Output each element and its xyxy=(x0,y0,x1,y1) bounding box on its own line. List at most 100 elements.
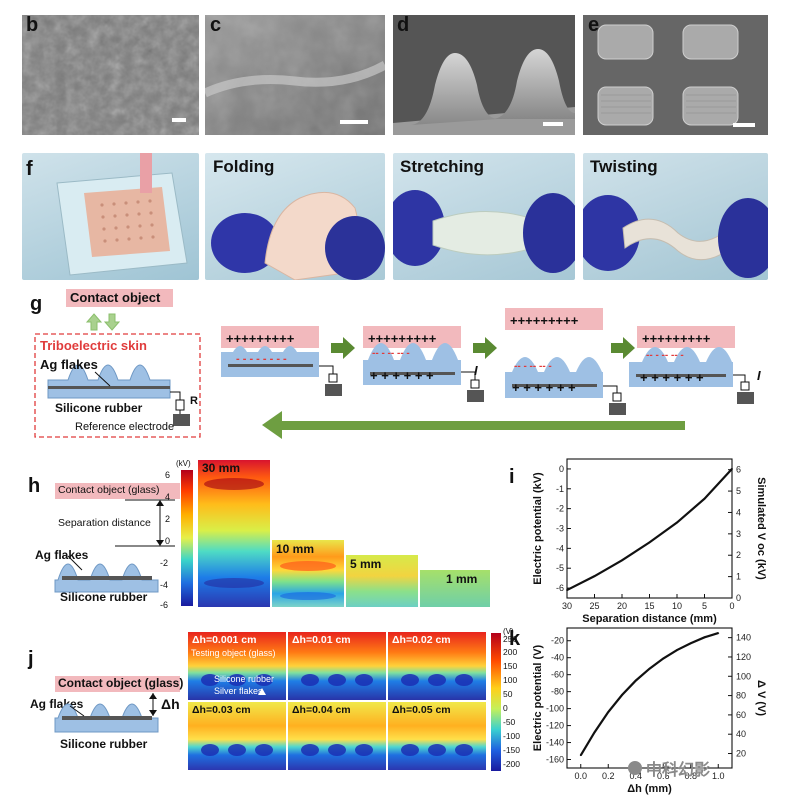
panel-label-c: c xyxy=(210,14,222,36)
j-colorbar-tick-8: -150 xyxy=(503,745,521,755)
svg-text:- - - - - - - -: - - - - - - - - xyxy=(236,353,287,365)
resistor-label: R xyxy=(190,395,198,407)
chart-i-xtick-label: 20 xyxy=(617,601,627,611)
panel-label-g: g xyxy=(30,293,43,315)
panel-label-b: b xyxy=(26,14,39,36)
svg-text:+ + + + + +: + + + + + + xyxy=(512,380,576,395)
chart-i-point xyxy=(731,468,733,470)
h-silicone-label: Silicone rubber xyxy=(60,590,148,604)
wechat-icon xyxy=(628,761,642,775)
chart-k-point xyxy=(717,632,720,634)
svg-text:+++++++++: +++++++++ xyxy=(510,313,579,328)
h-colorbar-unit: (kV) xyxy=(176,459,191,468)
j-colorbar-tick-2: 150 xyxy=(503,661,518,671)
h-contact-label: Contact object (glass) xyxy=(58,484,160,496)
j-colorbar-unit: (V) xyxy=(503,627,514,636)
chart-k-ytick-label: -120 xyxy=(546,721,564,731)
svg-text:+ + + + + +: + + + + + + xyxy=(640,370,704,385)
photo-title-stretching: Stretching xyxy=(400,157,485,176)
chart-k-y2label: Δ V (V) xyxy=(755,680,767,716)
step1-plus-text: +++++++++ xyxy=(226,331,295,346)
chart-i-y2tick-label: 4 xyxy=(736,507,741,517)
h-distance-5: 5 mm xyxy=(350,557,382,571)
j-cell-label-2: Δh=0.02 cm xyxy=(392,634,451,646)
step1-contact xyxy=(221,326,319,348)
chart-k-y2tick-label: 140 xyxy=(736,633,751,643)
ground-icon xyxy=(173,414,190,426)
chart-k-ylabel: Electric potential (V) xyxy=(532,644,544,751)
skin-title: Triboelectric skin xyxy=(40,338,147,353)
chart-k-xtick-label: 0.2 xyxy=(602,771,615,781)
chart-i-y2tick-label: 3 xyxy=(736,529,741,539)
chart-i-ytick-label: -5 xyxy=(556,563,564,573)
chart-i-point xyxy=(621,559,623,562)
chart-k-ytick-label: -100 xyxy=(546,704,564,714)
chart-k-y2tick-label: 20 xyxy=(736,749,746,759)
chart-i-xlabel: Separation distance (mm) xyxy=(582,613,717,625)
h-ag-label: Ag flakes xyxy=(35,548,89,562)
chart-i-series-line xyxy=(566,468,733,592)
chart-i-ytick-label: -6 xyxy=(556,583,564,593)
j-colorbar-tick-6: -50 xyxy=(503,717,516,727)
h-colorbar-tick-0: 6 xyxy=(165,470,171,480)
chart-k-point xyxy=(648,667,651,670)
chart-k-point xyxy=(607,711,610,713)
step-arrow-1-icon xyxy=(331,337,355,359)
photo-stretching xyxy=(393,153,575,280)
chart-i-point xyxy=(676,521,678,524)
chart-k-frame xyxy=(566,627,733,769)
h-colorbar-tick-5: -4 xyxy=(160,580,169,590)
h-colorbar-tick-3: 0 xyxy=(165,536,171,546)
j-ag-label: Ag flakes xyxy=(30,697,84,711)
skin-silicone-label: Silicone rubber xyxy=(55,401,143,415)
contact-object-label: Contact object xyxy=(70,290,161,305)
chart-i-point xyxy=(593,575,596,578)
svg-text:+ + + + + +: + + + + + + xyxy=(370,368,434,383)
svg-text:-- - -- -- -: -- - -- -- - xyxy=(646,350,684,361)
svg-text:I: I xyxy=(474,363,478,378)
sem-image-c xyxy=(205,15,385,135)
chart-k-ytick-label: -160 xyxy=(546,755,564,765)
panel-label-d: d xyxy=(397,14,410,36)
chart-i-ylabel: Electric potential (kV) xyxy=(532,472,544,585)
h-colorbar-tick-2: 2 xyxy=(165,514,171,524)
chart-k-ytick-label: -60 xyxy=(551,670,564,680)
chart-k-ytick-label: -140 xyxy=(546,738,564,748)
h-colorbar-tick-6: -6 xyxy=(160,600,169,610)
chart-i-y2tick-label: 0 xyxy=(736,593,741,603)
reference-electrode-label: Reference electrode xyxy=(75,421,175,433)
j-cell-label-1: Δh=0.01 cm xyxy=(292,634,351,646)
j-colorbar-tick-1: 200 xyxy=(503,647,518,657)
h-colorbar xyxy=(181,470,193,606)
chart-i-y2tick-label: 1 xyxy=(736,572,741,582)
chart-i-point xyxy=(566,589,568,591)
step-arrow-2-icon xyxy=(473,337,497,359)
chart-k-point xyxy=(689,642,692,645)
photo-title-twisting: Twisting xyxy=(590,157,658,176)
j-contact-label: Contact object (glass) xyxy=(58,676,184,690)
sem-texture-b xyxy=(22,15,199,135)
chart-k-point xyxy=(621,694,623,696)
svg-text:+++++++++: +++++++++ xyxy=(368,331,437,346)
chart-k-xlabel: Δh (mm) xyxy=(627,783,672,795)
chart-k-xtick-label: 0.0 xyxy=(574,771,587,781)
chart-k-point xyxy=(634,679,637,682)
photo-twisting xyxy=(583,153,768,280)
sem-image-b xyxy=(22,15,199,135)
j-contact-box xyxy=(55,676,180,692)
sem-pillars-e xyxy=(583,15,768,135)
j-inset-silicone: Silicone rubber xyxy=(214,674,275,684)
chart-k-point xyxy=(662,657,665,660)
panel-label-k: k xyxy=(509,628,521,650)
h-colorbar-tick-4: -2 xyxy=(160,558,169,568)
h-cell-30mm xyxy=(198,460,270,607)
step1-silicone xyxy=(221,352,319,377)
panel-label-j: j xyxy=(28,648,34,670)
step-arrow-3-icon xyxy=(611,337,635,359)
chart-k-series-line xyxy=(579,632,719,756)
chart-k-point xyxy=(676,649,678,651)
j-colorbar xyxy=(491,633,501,771)
chart-i-y2tick-label: 2 xyxy=(736,550,741,560)
chart-k-y2tick-label: 120 xyxy=(736,652,751,662)
return-arrow-head-icon xyxy=(262,411,282,439)
